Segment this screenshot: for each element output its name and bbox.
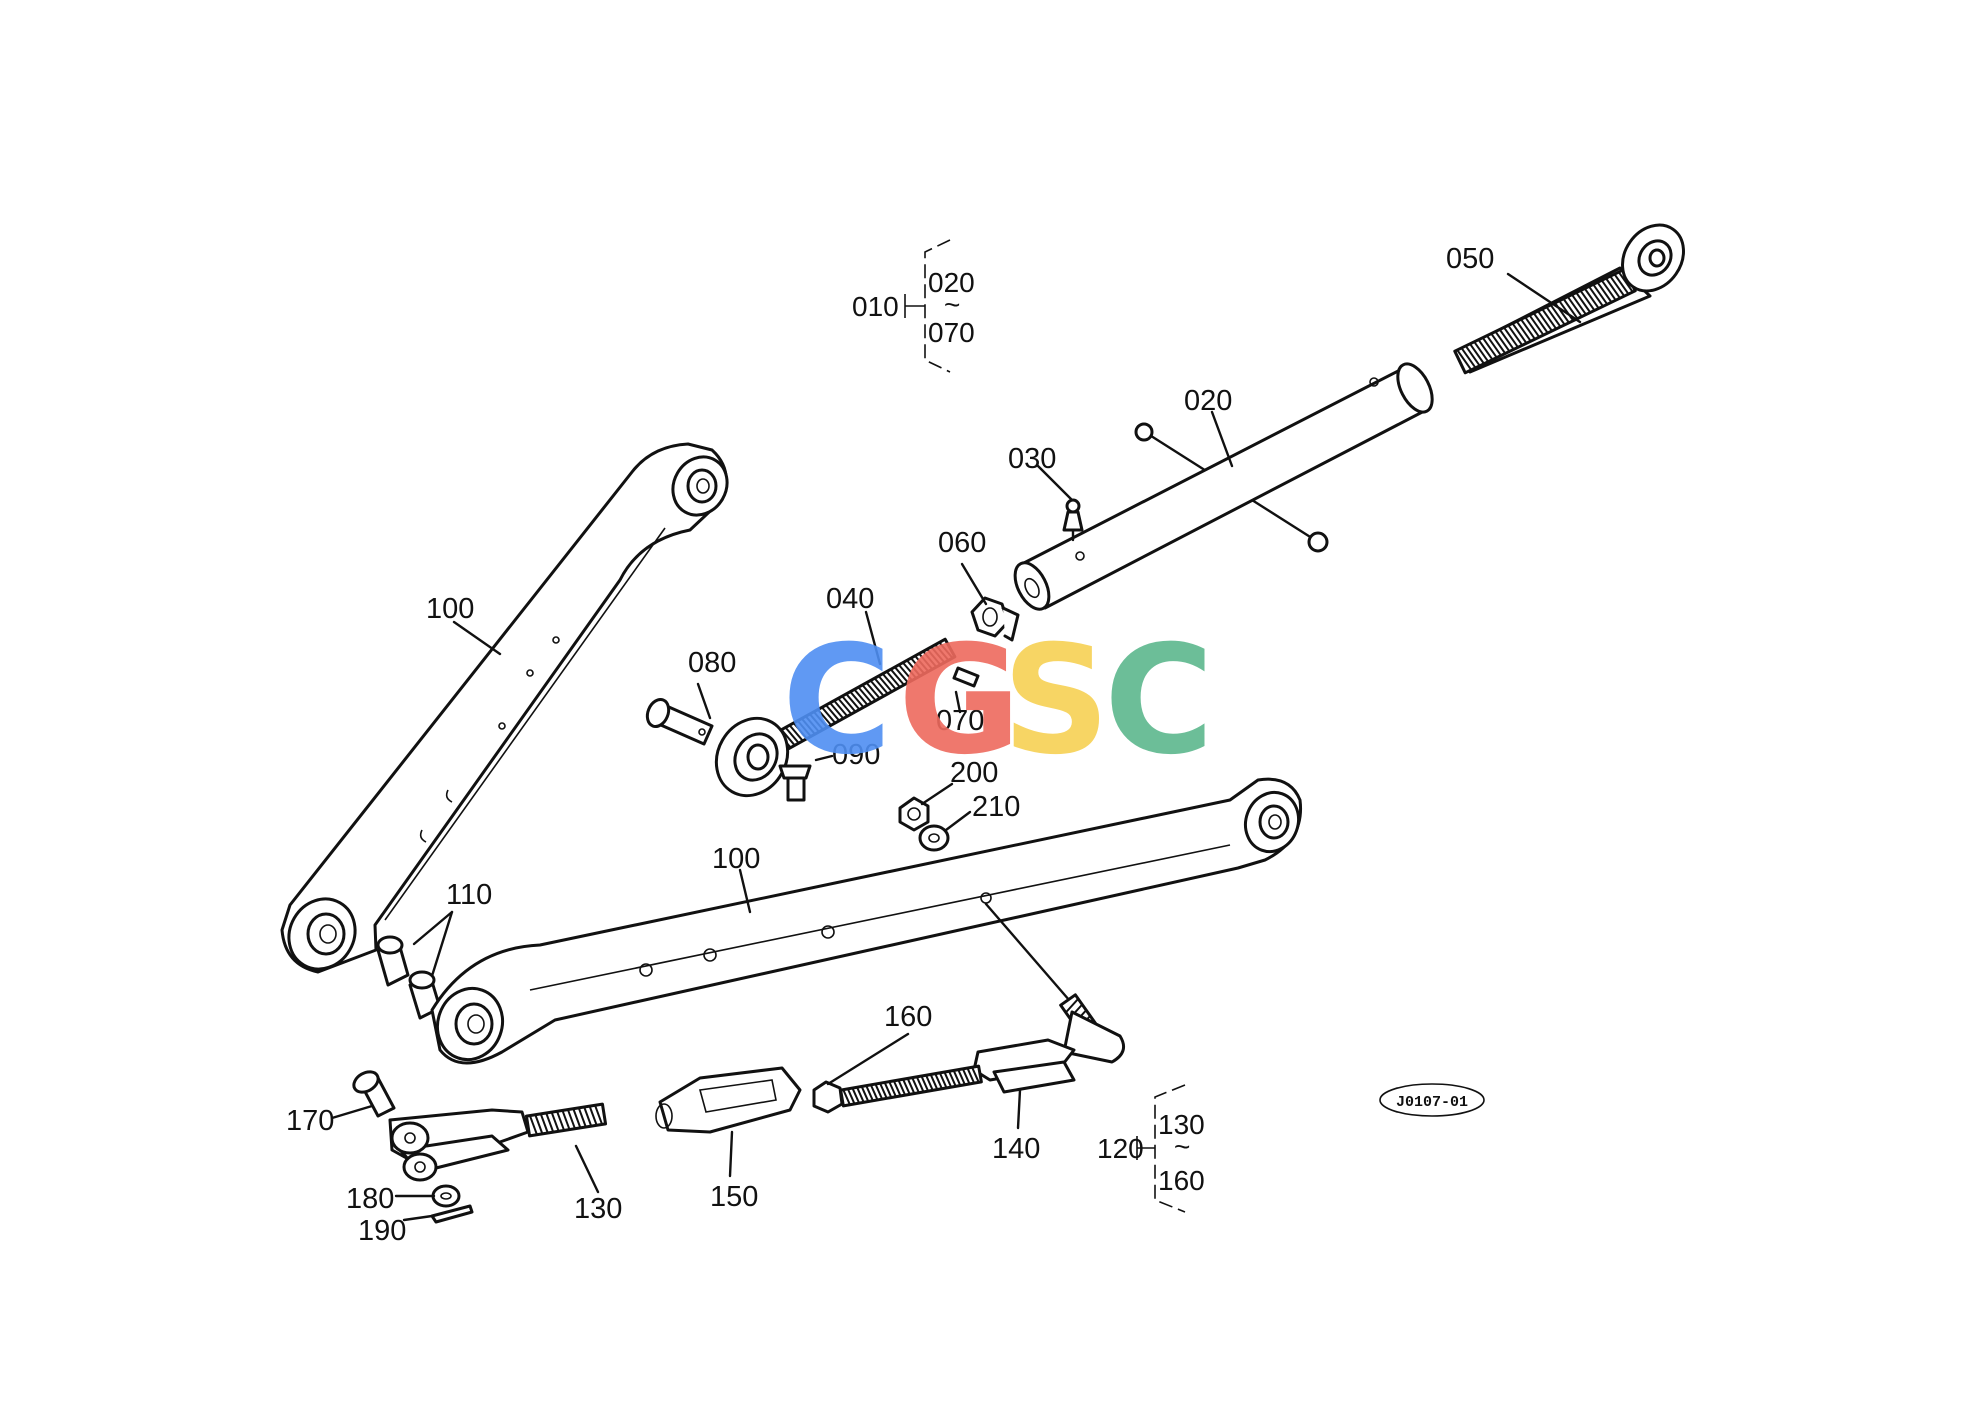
callout-170: 170 <box>286 1105 334 1137</box>
callout-060: 060 <box>938 527 986 559</box>
washer-180 <box>431 1184 461 1208</box>
callout-150: 150 <box>710 1181 758 1213</box>
callout-210: 210 <box>972 791 1020 823</box>
callout-100-left: 100 <box>426 593 474 625</box>
callout-090: 090 <box>832 739 880 771</box>
watermark-letter-s: S <box>1002 614 1110 788</box>
drawing-id-stamp: J0107-01 <box>1379 1083 1485 1117</box>
callout-200: 200 <box>950 757 998 789</box>
bracket-from-020: 020 <box>928 267 975 298</box>
nut-200 <box>898 796 930 832</box>
stabilizer-assembly <box>388 902 1126 1182</box>
lock-nut-060 <box>970 596 1020 642</box>
callout-030: 030 <box>1008 443 1056 475</box>
bracket-parent-010: 010 <box>852 291 899 322</box>
callout-140: 140 <box>992 1133 1040 1165</box>
bracket-parent-120: 120 <box>1097 1133 1144 1164</box>
watermark-letter-c2: C <box>1104 614 1214 788</box>
lower-link-100-right <box>430 777 1303 1065</box>
rod-end-050 <box>1453 223 1685 375</box>
top-link-tube-020 <box>1013 362 1434 611</box>
callout-190: 190 <box>358 1215 406 1247</box>
linch-pin-090 <box>778 764 812 802</box>
drawing-id: J0107-01 <box>1396 1094 1468 1111</box>
assembly-bracket-010: 010 020 ~ 070 <box>852 239 975 373</box>
adjusting-rod-040 <box>714 637 957 798</box>
callout-050: 050 <box>1446 243 1494 275</box>
watermark-logo: C G S C <box>782 614 1214 788</box>
assembly-bracket-120: 120 130 ~ 160 <box>1097 1084 1205 1213</box>
pin-080 <box>645 697 714 746</box>
leader-lines <box>330 272 1582 1222</box>
callout-040: 040 <box>826 583 874 615</box>
callout-180: 180 <box>346 1183 394 1215</box>
callout-130: 130 <box>574 1193 622 1225</box>
callout-110: 110 <box>446 879 492 911</box>
callout-160: 160 <box>884 1001 932 1033</box>
bracket-from-130: 130 <box>1158 1109 1205 1140</box>
roll-pin-070 <box>952 666 980 688</box>
watermark-letter-c1: C <box>782 614 892 788</box>
lift-pins-110 <box>376 935 442 1020</box>
lower-link-100-left <box>280 442 729 974</box>
bracket-to-160: 160 <box>1158 1165 1205 1196</box>
bracket-tilde-120: ~ <box>1174 1131 1190 1162</box>
callout-070: 070 <box>936 705 984 737</box>
callout-100-right: 100 <box>712 843 760 875</box>
bolt-170 <box>352 1070 396 1118</box>
callout-labels: 050 020 030 060 040 080 070 090 200 210 … <box>286 243 1494 1247</box>
bracket-tilde-010: ~ <box>944 289 960 320</box>
cotter-pin-190 <box>430 1204 474 1224</box>
bracket-to-070: 070 <box>928 317 975 348</box>
watermark-letter-g: G <box>898 614 1021 788</box>
washer-210 <box>918 824 950 852</box>
callout-080: 080 <box>688 647 736 679</box>
callout-020: 020 <box>1184 385 1232 417</box>
